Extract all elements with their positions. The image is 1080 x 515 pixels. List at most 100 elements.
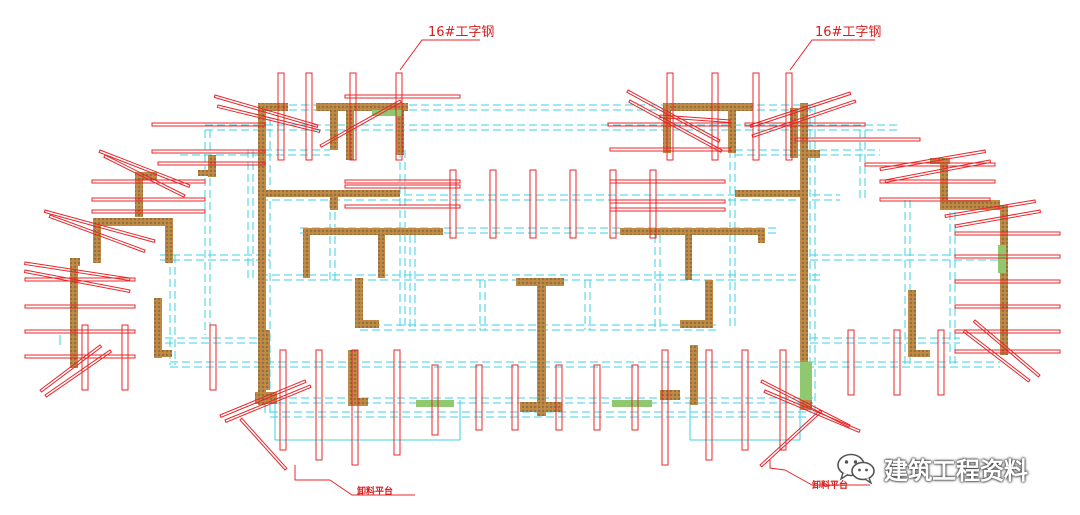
steel-beam <box>151 122 266 127</box>
wall-segment <box>663 103 753 111</box>
wall-segment <box>680 320 713 328</box>
steel-beam <box>395 72 403 161</box>
wall-segment <box>154 350 172 357</box>
steel-beam <box>879 179 996 184</box>
steel-beam <box>351 349 359 466</box>
wall-segment <box>330 110 338 150</box>
wall-segment <box>70 258 80 266</box>
beam-label-left: 16#工字钢 <box>428 25 495 40</box>
steel-beam <box>431 364 439 436</box>
steel-beam-angled <box>751 99 857 139</box>
steel-beam <box>954 304 1061 309</box>
wall-segment <box>908 350 930 357</box>
steel-beam <box>785 72 793 161</box>
steel-beam <box>393 349 401 456</box>
steel-beam <box>475 364 483 431</box>
steel-beam-angled <box>24 261 131 282</box>
steel-beam <box>609 147 731 152</box>
steel-beam <box>864 162 996 167</box>
steel-beam-angled <box>224 384 312 423</box>
steel-beam-angled <box>48 214 146 253</box>
steel-beam-angled <box>972 319 1041 378</box>
steel-beam <box>157 161 266 166</box>
steel-beam-angled <box>216 104 321 134</box>
wall-segment <box>537 286 546 416</box>
wall-segment <box>520 402 562 412</box>
steel-beam <box>954 254 1061 259</box>
steel-beam-angled <box>628 99 723 153</box>
steel-beam <box>609 199 726 204</box>
steel-beam <box>344 179 461 184</box>
steel-beam-angled <box>213 94 319 129</box>
steel-beam-angled <box>44 349 113 398</box>
wall-segment <box>93 218 173 226</box>
wall-segment <box>258 103 288 111</box>
green-strip <box>800 362 812 400</box>
steel-beam <box>91 197 206 202</box>
shear-walls <box>70 103 1008 416</box>
wall-segment <box>660 390 680 400</box>
steel-beam <box>24 354 136 359</box>
steel-beam <box>449 169 457 239</box>
wall-segment <box>378 233 385 278</box>
wall-segment <box>303 228 310 278</box>
wall-segment <box>303 228 443 235</box>
wall-segment <box>620 228 765 235</box>
leader-line <box>294 465 330 481</box>
steel-beam-angled <box>884 159 992 184</box>
steel-beam-angled <box>944 199 1036 219</box>
steel-beam <box>893 329 901 396</box>
steel-beam <box>666 72 674 161</box>
wall-segment <box>685 235 692 280</box>
steel-beam-angled <box>879 149 986 172</box>
steel-beam <box>569 169 577 239</box>
steel-beam <box>779 349 787 451</box>
steel-beam <box>954 349 1061 354</box>
steel-beam <box>349 72 357 161</box>
steel-beam <box>529 169 537 239</box>
platform-label-left: 卸料平台 <box>357 487 394 497</box>
leader-line <box>789 39 875 71</box>
steel-beam <box>489 169 497 239</box>
steel-beam <box>705 349 713 461</box>
wall-segment <box>705 280 713 325</box>
steel-beam <box>609 207 726 212</box>
label-leader-lines <box>294 39 875 496</box>
wall-segment <box>348 350 358 405</box>
steel-beam <box>593 364 601 431</box>
steel-beam-angled <box>43 209 156 244</box>
beam-label-right: 16#工字钢 <box>815 25 882 40</box>
green-strip <box>998 245 1006 273</box>
steel-beam-angled <box>759 409 823 468</box>
cantilever-steel-beams <box>23 72 1061 471</box>
steel-beam <box>649 169 657 239</box>
wall-segment <box>758 228 765 243</box>
steel-beam-angled <box>954 209 1042 229</box>
wall-segment <box>330 190 338 210</box>
green-strip <box>416 400 454 407</box>
steel-beam-angled <box>98 149 191 188</box>
steel-beam-angled <box>626 89 721 143</box>
steel-beam <box>661 349 669 466</box>
wall-segment <box>396 103 404 155</box>
wechat-icon <box>837 453 875 484</box>
steel-beam <box>609 179 726 184</box>
steel-beam <box>847 329 855 396</box>
wall-segment <box>165 218 173 263</box>
steel-beam-angled <box>23 269 131 294</box>
axis-gridlines <box>59 104 1000 441</box>
wall-segment <box>800 150 820 158</box>
steel-beam <box>511 364 519 431</box>
leader-line <box>399 39 480 71</box>
steel-beam <box>344 204 461 209</box>
steel-beam <box>277 72 285 161</box>
platform-label-right: 卸料平台 <box>812 481 849 491</box>
steel-beam <box>752 72 760 161</box>
steel-beam <box>954 329 1061 334</box>
wall-segment <box>355 278 363 328</box>
steel-beam <box>91 209 206 214</box>
steel-beam <box>344 184 461 189</box>
steel-beam <box>954 231 1061 236</box>
wall-segment <box>800 103 808 403</box>
watermark-text: 建筑工程资料 <box>884 456 1028 485</box>
